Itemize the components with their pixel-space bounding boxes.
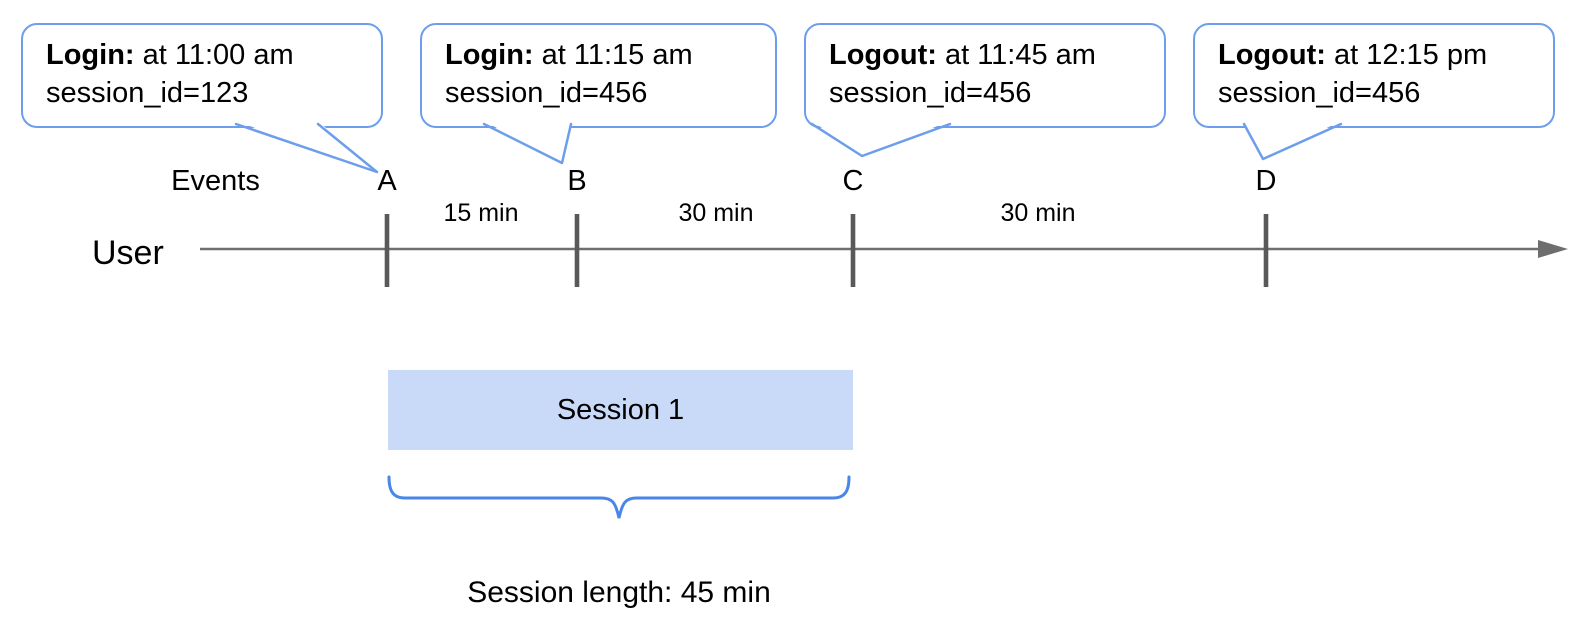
callout-session-id: session_id=123 xyxy=(46,77,249,109)
events-label: Events xyxy=(171,165,260,197)
user-label: User xyxy=(92,234,164,272)
callout-event-c: Logout: at 11:45 am session_id=456 xyxy=(804,23,1166,128)
marker-label-a: A xyxy=(377,165,397,197)
interval-b-c: 30 min xyxy=(678,199,754,227)
tick-event-d xyxy=(1263,214,1269,287)
event-type-label: Logout: xyxy=(1218,39,1326,71)
session-length-label: Session length: 45 min xyxy=(467,576,771,609)
tick-event-a xyxy=(384,214,390,287)
brace-icon xyxy=(387,475,851,519)
event-time: at 11:45 am xyxy=(944,39,1096,71)
callout-line-1: Logout: at 11:45 am xyxy=(829,36,1154,74)
tick-event-c xyxy=(850,214,856,287)
event-type-label: Login: xyxy=(46,39,135,71)
marker-label-c: C xyxy=(842,165,864,197)
event-type-label: Login: xyxy=(445,39,534,71)
callout-tail-d xyxy=(1242,121,1343,161)
event-time: at 11:00 am xyxy=(142,39,294,71)
interval-c-d: 30 min xyxy=(1000,199,1076,227)
tick-event-b xyxy=(574,214,580,287)
event-type-label: Logout: xyxy=(829,39,937,71)
session-band-label: Session 1 xyxy=(556,393,685,426)
callout-session-id: session_id=456 xyxy=(1218,77,1421,109)
marker-label-d: D xyxy=(1255,165,1277,197)
arrowhead-icon xyxy=(1538,240,1568,258)
session-band: Session 1 xyxy=(388,370,853,450)
callout-tail-b xyxy=(482,121,573,165)
callout-line-1: Login: at 11:00 am xyxy=(46,36,371,74)
callout-line-1: Logout: at 12:15 pm xyxy=(1218,36,1543,74)
callout-tail-c xyxy=(810,121,952,158)
interval-a-b: 15 min xyxy=(443,199,519,227)
callout-session-id: session_id=456 xyxy=(829,77,1032,109)
callout-session-id: session_id=456 xyxy=(445,77,648,109)
callout-line-1: Login: at 11:15 am xyxy=(445,36,765,74)
callout-event-b: Login: at 11:15 am session_id=456 xyxy=(420,23,777,128)
event-time: at 12:15 pm xyxy=(1333,39,1488,71)
callout-tail-a xyxy=(234,121,379,174)
callout-event-a: Login: at 11:00 am session_id=123 xyxy=(21,23,383,128)
event-time: at 11:15 am xyxy=(541,39,693,71)
marker-label-b: B xyxy=(567,165,587,197)
callout-event-d: Logout: at 12:15 pm session_id=456 xyxy=(1193,23,1555,128)
